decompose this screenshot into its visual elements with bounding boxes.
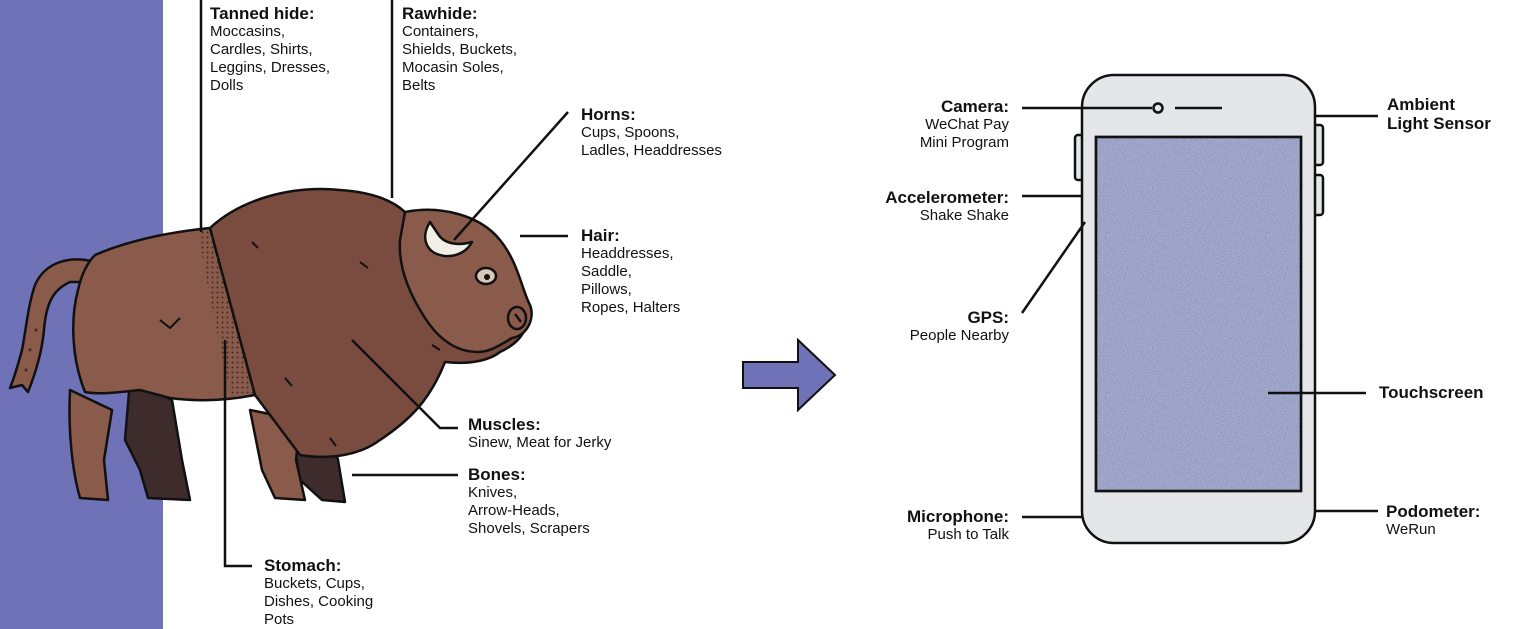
bison-rear-leg	[69, 390, 112, 500]
label-muscles: Muscles: Sinew, Meat for Jerky	[468, 415, 611, 452]
label-rawhide: Rawhide: Containers, Shields, Buckets, M…	[402, 4, 517, 95]
bison-illustration	[10, 189, 532, 502]
label-title: GPS:	[910, 308, 1009, 327]
phone-camera-lens	[1154, 104, 1163, 113]
label-desc: Cups, Spoons, Ladles, Headdresses	[581, 124, 722, 160]
label-desc: WeChat Pay Mini Program	[920, 116, 1009, 152]
label-desc: Moccasins, Cardles, Shirts, Leggins, Dre…	[210, 23, 330, 95]
label-title: Stomach:	[264, 556, 373, 575]
label-desc: Push to Talk	[907, 526, 1009, 544]
label-desc: Knives, Arrow-Heads, Shovels, Scrapers	[468, 484, 590, 538]
transition-arrow	[743, 340, 835, 410]
label-microphone: Microphone: Push to Talk	[907, 507, 1009, 544]
label-title: Hair:	[581, 226, 680, 245]
label-title: Microphone:	[907, 507, 1009, 526]
label-desc: Headdresses, Saddle, Pillows, Ropes, Hal…	[581, 245, 680, 317]
label-desc: Shake Shake	[885, 207, 1009, 225]
label-ambient-light-sensor: Ambient Light Sensor	[1387, 95, 1491, 133]
label-title: Accelerometer:	[885, 188, 1009, 207]
label-tanned-hide: Tanned hide: Moccasins, Cardles, Shirts,…	[210, 4, 330, 95]
label-title: Horns:	[581, 105, 722, 124]
label-hair: Hair: Headdresses, Saddle, Pillows, Rope…	[581, 226, 680, 317]
label-gps: GPS: People Nearby	[910, 308, 1009, 345]
label-camera: Camera: WeChat Pay Mini Program	[920, 97, 1009, 152]
label-title: Podometer:	[1386, 502, 1480, 521]
label-podometer: Podometer: WeRun	[1386, 502, 1480, 539]
label-title: Camera:	[920, 97, 1009, 116]
label-title: Muscles:	[468, 415, 611, 434]
label-desc: Containers, Shields, Buckets, Mocasin So…	[402, 23, 517, 95]
label-stomach: Stomach: Buckets, Cups, Dishes, Cooking …	[264, 556, 373, 629]
label-touchscreen: Touchscreen	[1379, 383, 1484, 402]
label-title: Rawhide:	[402, 4, 517, 23]
label-title: Bones:	[468, 465, 590, 484]
label-desc: People Nearby	[910, 327, 1009, 345]
label-bones: Bones: Knives, Arrow-Heads, Shovels, Scr…	[468, 465, 590, 538]
label-title: Ambient Light Sensor	[1387, 95, 1491, 133]
label-desc: Sinew, Meat for Jerky	[468, 434, 611, 452]
label-title: Touchscreen	[1379, 383, 1484, 402]
label-title: Tanned hide:	[210, 4, 330, 23]
label-desc: WeRun	[1386, 521, 1480, 539]
label-accelerometer: Accelerometer: Shake Shake	[885, 188, 1009, 225]
label-desc: Buckets, Cups, Dishes, Cooking Pots	[264, 575, 373, 629]
phone-illustration	[1075, 75, 1323, 543]
label-horns: Horns: Cups, Spoons, Ladles, Headdresses	[581, 105, 722, 160]
